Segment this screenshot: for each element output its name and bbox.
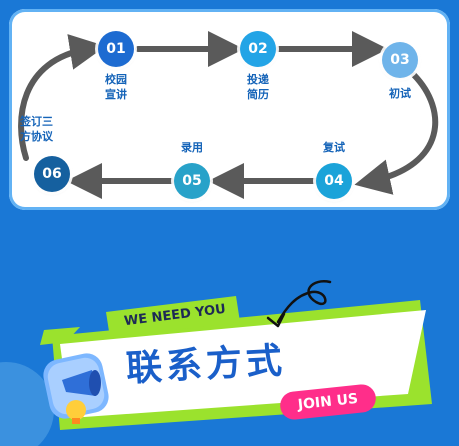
- step-06-number: 06: [42, 166, 62, 182]
- step-01-number: 01: [106, 41, 126, 57]
- arrow-03-04: [354, 72, 439, 195]
- arrow-06-01: [18, 34, 106, 161]
- step-03-number: 03: [390, 52, 410, 68]
- step-05-number: 05: [182, 173, 202, 189]
- step-06-label: 签订三 方协议: [20, 115, 53, 143]
- step-03-label: 初试: [389, 87, 411, 100]
- step-03-circle: 03: [382, 42, 418, 78]
- step-04-number: 04: [324, 173, 344, 189]
- step-02-label: 投递 简历: [247, 73, 269, 101]
- step-02-circle: 02: [240, 31, 276, 67]
- step-02-number: 02: [248, 41, 268, 57]
- step-04-label: 复试: [323, 141, 345, 154]
- step-01-circle: 01: [98, 31, 134, 67]
- step-05-label: 录用: [181, 141, 203, 154]
- step-04-circle: 04: [316, 163, 352, 199]
- step-05-circle: 05: [174, 163, 210, 199]
- step-01-label: 校园 宣讲: [105, 73, 127, 101]
- step-06-circle: 06: [34, 156, 70, 192]
- contact-info-title: 联系方式: [125, 340, 287, 390]
